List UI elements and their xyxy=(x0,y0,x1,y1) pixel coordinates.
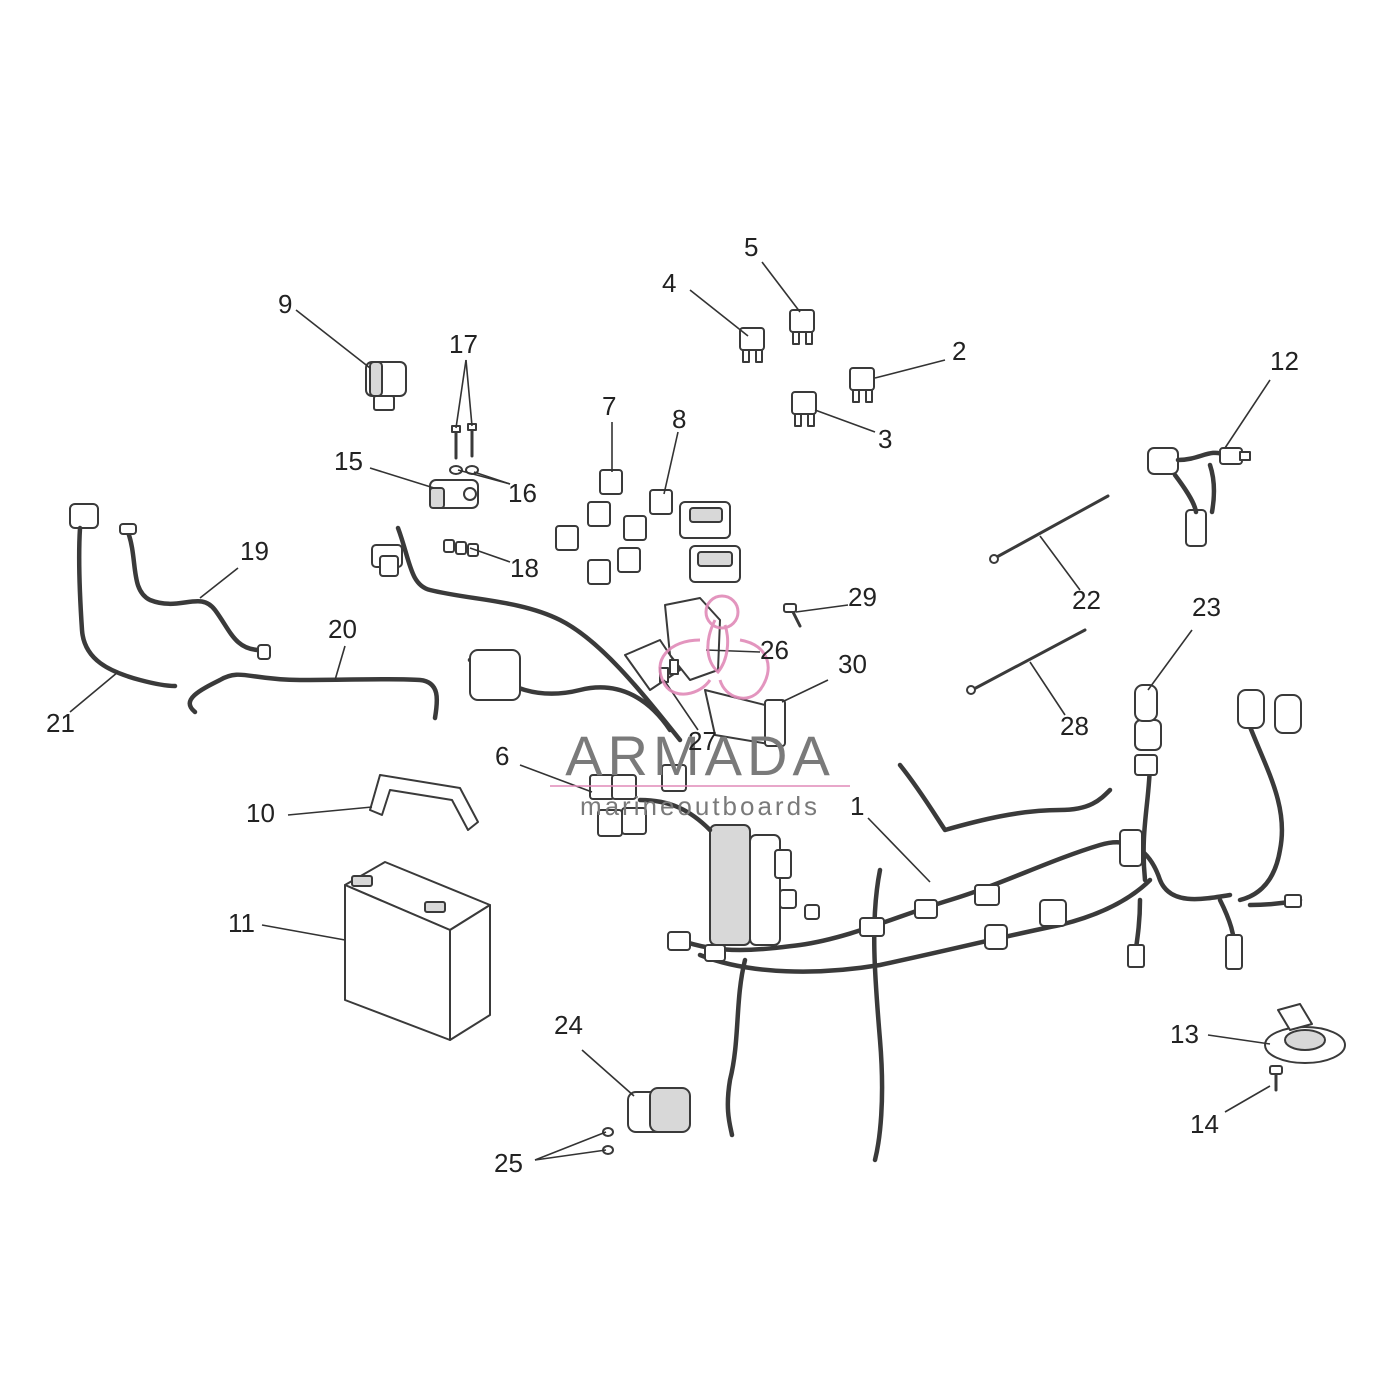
callout-15: 15 xyxy=(334,446,363,476)
callout-25: 25 xyxy=(494,1148,523,1178)
callout-9: 9 xyxy=(278,289,292,319)
connector-23 xyxy=(1134,684,1158,722)
horn-13 xyxy=(1264,1003,1346,1064)
battery-11 xyxy=(344,861,491,1041)
callout-1: 1 xyxy=(850,791,864,821)
fuse-strip-18 xyxy=(443,539,479,557)
main-wiring-harness xyxy=(667,689,1303,1163)
fuse-2 xyxy=(849,367,875,403)
cable-21 xyxy=(69,503,178,689)
fuse-5 xyxy=(789,309,815,345)
connector-9 xyxy=(365,361,407,411)
callout-5: 5 xyxy=(744,232,758,262)
callout-24: 24 xyxy=(554,1010,583,1040)
callout-27: 27 xyxy=(688,726,717,756)
callout-10: 10 xyxy=(246,798,275,828)
callout-13: 13 xyxy=(1170,1019,1199,1049)
callout-23: 23 xyxy=(1192,592,1221,622)
sensor-12 xyxy=(1147,447,1251,547)
starter-cable-assembly xyxy=(371,525,721,743)
cable-tie-28 xyxy=(966,628,1087,695)
callout-2: 2 xyxy=(952,336,966,366)
starter-relay-15 xyxy=(429,479,479,509)
watermark-tagline: marineoutboards xyxy=(580,791,820,821)
callout-3: 3 xyxy=(878,424,892,454)
ecu-30 xyxy=(704,689,786,747)
screws-17 xyxy=(451,423,477,460)
fuse-group xyxy=(739,309,875,427)
bolt-14 xyxy=(1269,1065,1283,1092)
callout-11: 11 xyxy=(228,908,255,938)
callout-16: 16 xyxy=(508,478,537,508)
regulator-24 xyxy=(627,1087,691,1133)
cable-19 xyxy=(119,523,271,660)
bolt-29 xyxy=(783,603,802,628)
relay-block-6 xyxy=(589,764,713,837)
callout-7: 7 xyxy=(602,391,616,421)
callout-8: 8 xyxy=(672,404,686,434)
relay-cluster xyxy=(555,469,741,585)
watermark: ARMADA marineoutboards xyxy=(550,594,850,821)
callout-26: 26 xyxy=(760,635,789,665)
fuse-4 xyxy=(739,327,765,363)
callout-6: 6 xyxy=(495,741,509,771)
callout-28: 28 xyxy=(1060,711,1089,741)
callout-4: 4 xyxy=(662,268,676,298)
washers-16 xyxy=(449,465,479,475)
callout-labels: 1 2 3 4 5 6 7 8 9 10 11 12 13 14 15 16 1… xyxy=(46,232,1299,1178)
callout-29: 29 xyxy=(848,582,877,612)
leader-lines xyxy=(69,261,1271,1161)
callout-12: 12 xyxy=(1270,346,1299,376)
cable-20 xyxy=(187,672,440,721)
callout-19: 19 xyxy=(240,536,269,566)
callout-18: 18 xyxy=(510,553,539,583)
watermark-brand: ARMADA xyxy=(565,724,835,787)
callout-17: 17 xyxy=(449,329,478,359)
callout-14: 14 xyxy=(1190,1109,1219,1139)
watermark-logo-icon xyxy=(658,594,770,700)
callout-22: 22 xyxy=(1072,585,1101,615)
callout-20: 20 xyxy=(328,614,357,644)
cable-tie-22 xyxy=(989,494,1110,564)
battery-strap-10 xyxy=(369,774,479,831)
fuse-3 xyxy=(791,391,817,427)
callout-30: 30 xyxy=(838,649,867,679)
callout-21: 21 xyxy=(46,708,75,738)
